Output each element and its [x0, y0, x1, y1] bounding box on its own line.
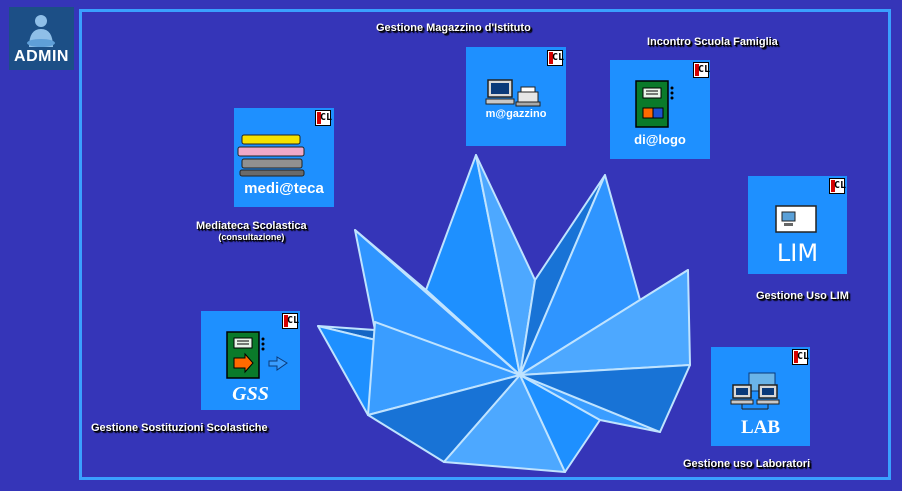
dialogo-tile[interactable]: CL di@logo: [610, 60, 710, 159]
cl-badge: CL: [315, 110, 332, 126]
gss-tile[interactable]: CL GSS: [201, 311, 300, 410]
admin-label: ADMIN: [14, 48, 69, 65]
magazzino-caption[interactable]: Gestione Magazzino d'Istituto: [376, 22, 531, 34]
cl-badge: CL: [282, 313, 299, 329]
gss-caption[interactable]: Gestione Sostituzioni Scolastiche: [91, 422, 268, 434]
lim-tile[interactable]: CL LIM: [748, 176, 847, 274]
mediateca-caption-text: Mediateca Scolastica: [196, 220, 307, 232]
computer-printer-icon: [485, 79, 541, 107]
magazzino-label: m@gazzino: [485, 108, 547, 120]
mediateca-subcaption: (consultazione): [218, 232, 285, 242]
cl-badge: CL: [547, 50, 564, 66]
magazzino-tile[interactable]: CL m@gazzino: [466, 47, 566, 146]
books-stack-icon: [237, 134, 305, 177]
content-frame: [79, 9, 891, 480]
lim-caption[interactable]: Gestione Uso LIM: [756, 290, 849, 302]
mediateca-caption[interactable]: Mediateca Scolastica (consultazione): [196, 220, 307, 242]
network-computers-icon: [730, 372, 780, 410]
dialogo-label: di@logo: [634, 132, 686, 147]
cl-badge: CL: [693, 62, 710, 78]
mediateca-label: medi@teca: [244, 180, 324, 197]
gss-label: GSS: [232, 383, 269, 405]
whiteboard-icon: [775, 205, 817, 233]
lab-tile[interactable]: CL LAB: [711, 347, 810, 446]
admin-user-icon: [27, 15, 55, 47]
cl-badge: CL: [829, 178, 846, 194]
cl-badge: CL: [792, 349, 809, 365]
mediateca-tile[interactable]: CL medi@teca: [234, 108, 334, 207]
admin-button[interactable]: ADMIN: [9, 7, 74, 70]
lab-caption[interactable]: Gestione uso Laboratori: [683, 458, 811, 470]
book-icon: [635, 80, 674, 128]
lim-label: LIM: [776, 239, 819, 267]
dialogo-caption[interactable]: Incontro Scuola Famiglia: [647, 36, 778, 48]
substitution-book-icon: [226, 331, 288, 379]
lab-label: LAB: [740, 417, 781, 438]
